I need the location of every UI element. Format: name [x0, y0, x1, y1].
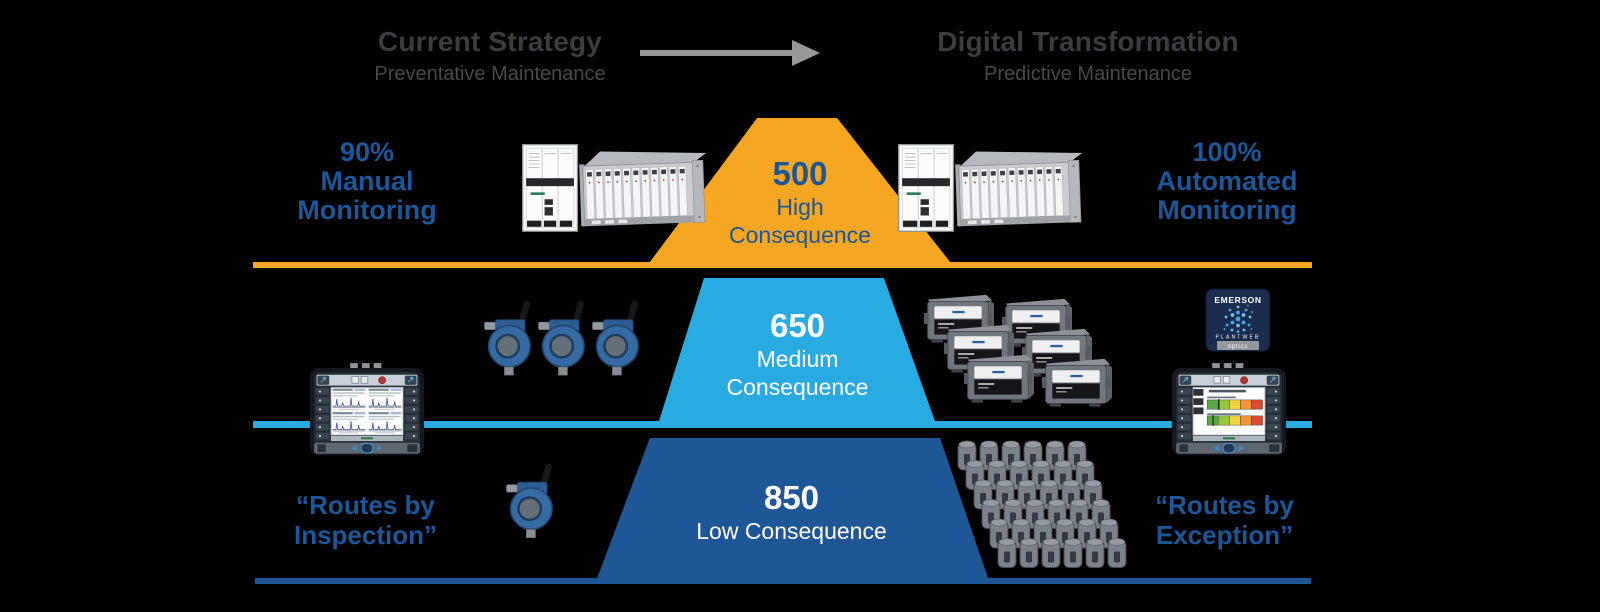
- logo-product-text: PLANTWEB: [1215, 335, 1260, 341]
- high-consequence-value: 500: [772, 155, 828, 192]
- current-strategy-title: Current Strategy: [377, 26, 603, 57]
- transition-arrow-head-icon: [792, 40, 820, 66]
- automated-monitoring-line3: Monitoring: [1157, 195, 1297, 225]
- vibration-analyzer-image-right: [1170, 363, 1288, 457]
- manual-monitoring-line3: Monitoring: [297, 195, 437, 225]
- routes-by-exception-line1: “Routes by: [1155, 490, 1294, 520]
- machinery-protection-rack-image-right: [896, 141, 1086, 234]
- automated-monitoring-line1: 100%: [1192, 137, 1262, 167]
- manual-monitoring-line2: Manual: [320, 166, 414, 196]
- routes-by-inspection-quote: “Routes by Inspection”: [268, 490, 463, 550]
- medium-consequence-value: 650: [769, 307, 826, 344]
- pyramid-level-medium: 650 Medium Consequence: [657, 278, 938, 427]
- gateway-stack-image: [918, 292, 1118, 410]
- wireless-transmitter-trio-image: [482, 300, 648, 380]
- routes-by-exception-quote: “Routes by Exception”: [1127, 490, 1322, 550]
- dot-network-icon: [1223, 304, 1253, 333]
- high-consequence-divider-line: [253, 262, 1312, 268]
- medium-consequence-label-line1: Medium: [756, 346, 839, 373]
- plantweb-optics-logo: EMERSON PLANTWEB optics: [1205, 288, 1271, 354]
- high-consequence-label-line2: Consequence: [729, 222, 871, 249]
- routes-by-exception-line2: Exception”: [1155, 520, 1294, 550]
- current-strategy-header: Current Strategy Preventative Maintenanc…: [300, 26, 680, 86]
- low-consequence-value: 850: [763, 479, 820, 516]
- pyramid-level-low: 850 Low Consequence: [594, 438, 991, 584]
- medium-consequence-label-line2: Consequence: [726, 374, 869, 401]
- wireless-sensor-grid-image: [956, 438, 1134, 570]
- digital-transformation-subtitle: Predictive Maintenance: [984, 63, 1192, 85]
- automated-monitoring-stat: 100% Automated Monitoring: [1132, 138, 1322, 225]
- manual-monitoring-stat: 90% Manual Monitoring: [272, 138, 462, 225]
- low-consequence-label-line1: Low Consequence: [696, 518, 887, 545]
- machinery-protection-rack-image-left: [520, 141, 710, 234]
- routes-by-inspection-line1: “Routes by: [296, 490, 435, 520]
- analyzer-screen-peakvue-bars: [1193, 389, 1263, 426]
- routes-by-inspection-line2: Inspection”: [293, 520, 437, 550]
- wireless-transmitter-image: [504, 460, 562, 540]
- current-strategy-subtitle: Preventative Maintenance: [374, 63, 606, 85]
- digital-transformation-title: Digital Transformation: [937, 26, 1239, 57]
- logo-brand-text: EMERSON: [1214, 295, 1261, 305]
- manual-monitoring-line1: 90%: [339, 137, 395, 167]
- logo-suffix-text: optics: [1228, 344, 1248, 350]
- digital-transformation-header: Digital Transformation Predictive Mainte…: [898, 26, 1278, 86]
- high-consequence-label-line1: High: [776, 194, 824, 221]
- transition-arrow-icon: [640, 50, 792, 56]
- automated-monitoring-line2: Automated: [1156, 166, 1298, 196]
- vibration-analyzer-image-left: [308, 363, 426, 457]
